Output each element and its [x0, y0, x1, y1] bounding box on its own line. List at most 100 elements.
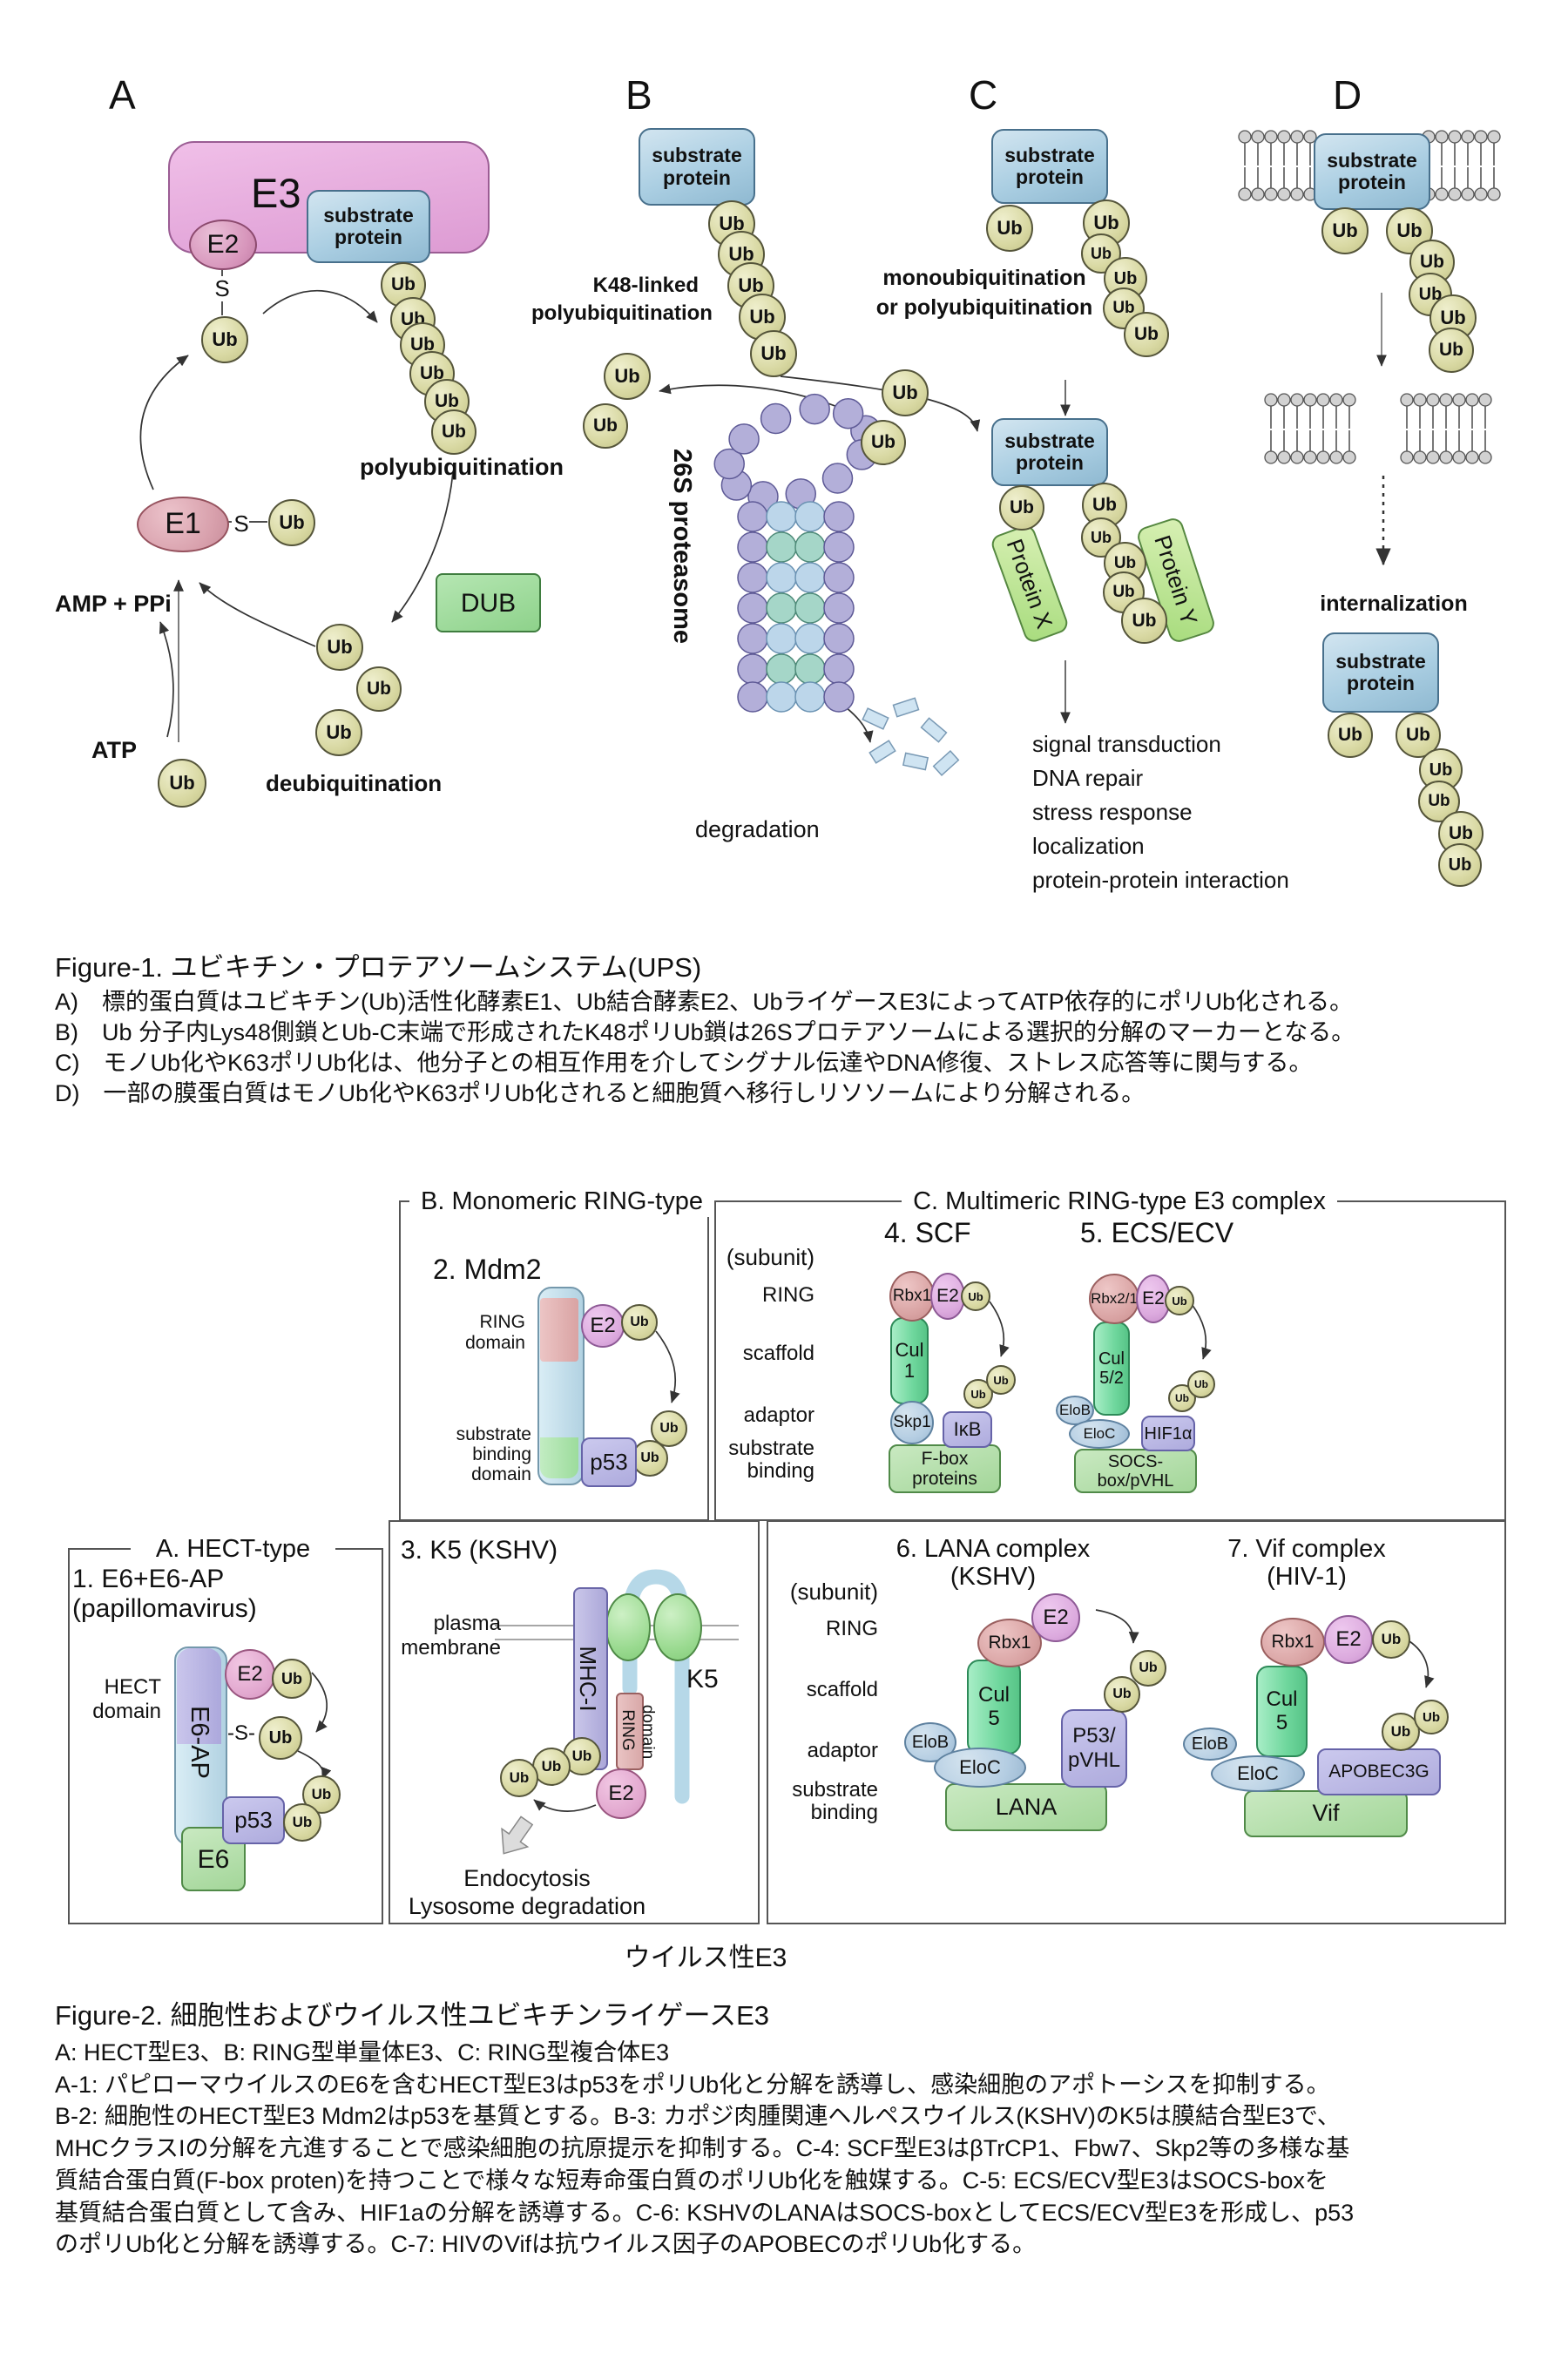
subunit-label: (subunit)	[726, 1244, 814, 1270]
item-2-mdm2: 2. Mdm2	[433, 1254, 542, 1285]
mono-or-poly-label: monoubiquitination or polyubiquitination	[875, 266, 1093, 320]
substrate-protein-box-d2: substrate protein	[1322, 632, 1439, 713]
ecs-rbx21: Rbx2/1	[1089, 1274, 1139, 1324]
k5-e2: E2	[596, 1768, 646, 1819]
ub-mono-c2: Ub	[999, 485, 1044, 531]
ring-domain-label: RING domain	[465, 1312, 525, 1354]
hect-ub4: Ub	[283, 1803, 321, 1842]
lana-elob: EloB	[904, 1722, 956, 1762]
ecs-ub3: Ub	[1187, 1370, 1215, 1398]
polyubiquitination-label: polyubiquitination	[360, 454, 564, 480]
ecs-eloc: EloC	[1069, 1419, 1130, 1449]
vif-ub3: Ub	[1414, 1700, 1449, 1734]
substrate-protein-box-c2: substrate protein	[991, 418, 1108, 486]
scf-rbx1: Rbx1	[889, 1271, 935, 1322]
lana-box: LANA	[945, 1783, 1107, 1831]
dub-box: DUB	[436, 573, 541, 632]
thioester-s: S	[214, 275, 230, 301]
section-a-title: A. HECT-type	[131, 1534, 335, 1565]
panel-b-label: B	[625, 72, 652, 118]
item-3-k5: 3. K5 (KSHV)	[401, 1536, 558, 1565]
section-b-title: B. Monomeric RING-type	[409, 1187, 714, 1217]
figure1-caption-lines: A) 標的蛋白質はユビキチン(Ub)活性化酵素E1、Ub結合酵素E2、Ubライゲ…	[55, 989, 1355, 1107]
scf-ikb: IκB	[943, 1411, 992, 1448]
k48-label: K48-linked polyubiquitination	[531, 274, 713, 326]
ub-mono-d2: Ub	[1328, 713, 1373, 758]
vif-cul5: Cul 5	[1256, 1666, 1308, 1757]
plasma-membrane-label: plasma membrane	[401, 1612, 501, 1660]
thioester-link: -S-	[227, 1721, 255, 1745]
substrate-binding-domain-label: substrate binding domain	[456, 1424, 531, 1485]
panel-a-label: A	[109, 72, 136, 118]
e2-enzyme: E2	[189, 220, 257, 270]
proteasome-26s-label: 26S proteasome	[668, 449, 696, 645]
ecs-cul52: Cul 5/2	[1093, 1322, 1130, 1416]
vif-ub1: Ub	[1372, 1620, 1410, 1659]
hect-p53: p53	[222, 1796, 285, 1844]
scf-cul1: Cul 1	[890, 1317, 929, 1404]
substrate-binding-label: substrate binding	[728, 1437, 814, 1484]
outcomes-list: signal transduction DNA repair stress re…	[1032, 731, 1289, 893]
hect-ub2: Ub	[259, 1716, 302, 1760]
subunit-label-2: (subunit)	[789, 1579, 878, 1605]
e3-label: E3	[251, 170, 301, 216]
mdm2-e2: E2	[581, 1304, 625, 1348]
vif-e2: E2	[1324, 1615, 1373, 1664]
endocytosis-label: Endocytosis	[463, 1865, 591, 1891]
panel-d-label: D	[1333, 72, 1362, 118]
lana-eloc: EloC	[934, 1748, 1026, 1788]
ecs-hif1a: HIF1α	[1141, 1416, 1195, 1451]
ub-chain-d8: Ub	[1418, 781, 1460, 822]
hect-ub3: Ub	[302, 1775, 341, 1814]
ub-free: Ub	[158, 759, 206, 808]
adaptor-label-2: adaptor	[807, 1739, 878, 1762]
lana-e2: E2	[1031, 1593, 1080, 1642]
figure1-caption-title: Figure-1. ユビキチン・プロテアソームシステム(UPS)	[55, 952, 702, 983]
vif-apobec3g: APOBEC3G	[1317, 1748, 1441, 1795]
k5-domain-label: domain	[639, 1704, 657, 1760]
e6ap-hect-seg	[177, 1648, 221, 1744]
frame-k5	[389, 1520, 760, 1924]
lana-rbx1: Rbx1	[977, 1619, 1042, 1667]
k5-ring-label: RING	[618, 1709, 637, 1751]
amp-ppi-label: AMP + PPi	[55, 591, 172, 617]
thioester-s2: S	[233, 510, 249, 537]
ub-released-4: Ub	[861, 420, 906, 465]
mdm2-ub3: Ub	[632, 1440, 668, 1477]
item-4-scf: 4. SCF	[884, 1217, 971, 1248]
scf-ub3: Ub	[986, 1365, 1016, 1395]
scaffold-label-2: scaffold	[806, 1678, 878, 1701]
substrate-binding-label-2: substrate binding	[792, 1778, 878, 1825]
scaffold-label: scaffold	[742, 1342, 814, 1365]
adaptor-label: adaptor	[743, 1403, 814, 1427]
atp-label: ATP	[91, 737, 137, 763]
panel-c-label: C	[969, 72, 998, 118]
ub-chain-b5: Ub	[750, 330, 797, 377]
frame-viral	[767, 1520, 1506, 1924]
ub-released-3: Ub	[882, 369, 929, 416]
hect-ub1: Ub	[272, 1659, 312, 1699]
item-5-ecs: 5. ECS/ECV	[1080, 1217, 1234, 1248]
k5-ring-domain-box	[616, 1693, 644, 1770]
ub-mono-c1: Ub	[986, 205, 1033, 252]
vif-box: Vif	[1244, 1790, 1408, 1837]
scf-ub2: Ub	[963, 1379, 993, 1409]
mdm2-sb-seg	[540, 1437, 578, 1478]
ring-label: RING	[762, 1283, 814, 1307]
scf-skp1: Skp1	[890, 1401, 934, 1444]
scf-e2: E2	[930, 1273, 965, 1320]
ub-chain-d10: Ub	[1438, 843, 1482, 887]
substrate-protein-box: substrate protein	[307, 190, 430, 263]
ub-chain-d1: Ub	[1386, 207, 1433, 254]
ub-on-e2: Ub	[201, 316, 248, 363]
e6ap-label: E6-AP	[186, 1706, 213, 1779]
hect-domain-label: HECT domain	[92, 1675, 161, 1723]
degradation-label: degradation	[695, 816, 820, 842]
ub-on-e1: Ub	[268, 499, 315, 546]
substrate-protein-box-d1: substrate protein	[1314, 133, 1430, 210]
internalization-label: internalization	[1320, 592, 1468, 616]
ub-chain-a3: Ub	[400, 322, 445, 368]
viral-e3-label: ウイルス性E3	[624, 1944, 787, 1972]
section-c-title: C. Multimeric RING-type E3 complex	[902, 1187, 1337, 1217]
